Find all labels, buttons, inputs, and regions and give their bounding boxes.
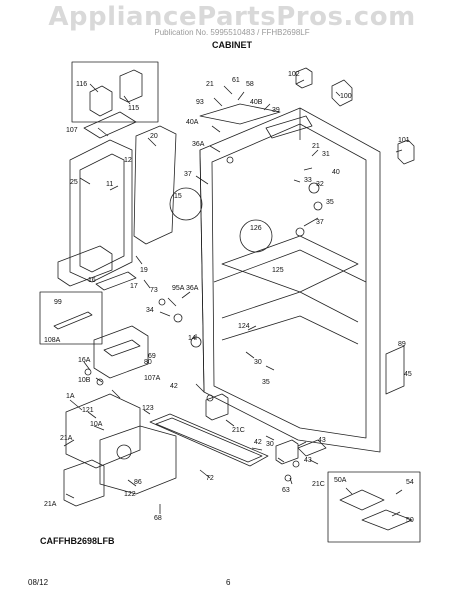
callout-11: 11 bbox=[106, 181, 113, 188]
callout-42: 42 bbox=[254, 439, 262, 446]
callout-21c: 21C bbox=[312, 481, 325, 488]
callout-30: 30 bbox=[266, 441, 274, 448]
callout-58: 58 bbox=[246, 81, 254, 88]
callout-126: 126 bbox=[250, 225, 262, 232]
callout-100: 100 bbox=[340, 93, 352, 100]
callout-61: 61 bbox=[232, 77, 240, 84]
callout-36a: 36A bbox=[186, 285, 199, 292]
callout-122: 122 bbox=[124, 491, 136, 498]
callout-45: 45 bbox=[404, 371, 412, 378]
callout-73: 73 bbox=[150, 287, 158, 294]
callout-16a: 16A bbox=[78, 357, 91, 364]
callout-43: 43 bbox=[304, 457, 312, 464]
callout-20: 20 bbox=[150, 133, 158, 140]
callout-123: 123 bbox=[142, 405, 154, 412]
callout-50a: 50A bbox=[334, 477, 347, 484]
callout-10a: 10A bbox=[90, 421, 103, 428]
callout-1a: 1A bbox=[66, 393, 75, 400]
callout-15: 15 bbox=[174, 193, 182, 200]
callout-107a: 107A bbox=[144, 375, 161, 382]
callout-16: 16 bbox=[88, 277, 96, 284]
callout-25: 25 bbox=[70, 179, 78, 186]
callout-80: 80 bbox=[144, 359, 152, 366]
callout-124: 124 bbox=[238, 323, 250, 330]
callout-42: 42 bbox=[170, 383, 178, 390]
section-title: CABINET bbox=[212, 40, 252, 50]
callout-93: 93 bbox=[196, 99, 204, 106]
detail-circle-15 bbox=[169, 187, 203, 221]
callout-108a: 108A bbox=[44, 337, 61, 344]
callout-36a: 36A bbox=[192, 141, 205, 148]
callout-30: 30 bbox=[254, 359, 262, 366]
callout-37: 37 bbox=[184, 171, 192, 178]
callout-35: 35 bbox=[262, 379, 270, 386]
callout-69: 69 bbox=[148, 353, 156, 360]
callout-99: 99 bbox=[54, 299, 62, 306]
callout-32: 32 bbox=[316, 181, 324, 188]
callout-68: 68 bbox=[154, 515, 162, 522]
callout-101: 101 bbox=[398, 137, 410, 144]
callout-86: 86 bbox=[134, 479, 142, 486]
model-label: CAFFHB2698LFB bbox=[40, 536, 115, 546]
callout-40: 40 bbox=[332, 169, 340, 176]
callout-35: 35 bbox=[326, 199, 334, 206]
callout-40a: 40A bbox=[186, 119, 199, 126]
watermark-logo: AppliancePartsPros.com bbox=[48, 2, 416, 32]
callout-17: 17 bbox=[130, 283, 138, 290]
callout-21: 21 bbox=[312, 143, 320, 150]
callout-34: 34 bbox=[146, 307, 154, 314]
callout-10b: 10B bbox=[78, 377, 91, 384]
callout-21a: 21A bbox=[44, 501, 57, 508]
callout-63: 63 bbox=[282, 487, 290, 494]
footer-date: 08/12 bbox=[28, 578, 49, 587]
callout-39: 39 bbox=[272, 107, 280, 114]
callout-54: 54 bbox=[406, 479, 414, 486]
detail-box-filter bbox=[39, 291, 103, 345]
detail-box-ice-bin bbox=[71, 61, 159, 123]
callout-40b: 40B bbox=[250, 99, 263, 106]
callout-107: 107 bbox=[66, 127, 78, 134]
callout-31: 31 bbox=[322, 151, 330, 158]
callout-102: 102 bbox=[288, 71, 300, 78]
callout-95a: 95A bbox=[172, 285, 185, 292]
callout-89: 89 bbox=[398, 341, 406, 348]
kick-plate bbox=[149, 413, 269, 467]
callout-125: 125 bbox=[272, 267, 284, 274]
callout-33: 33 bbox=[304, 177, 312, 184]
detail-box-drawer-parts bbox=[327, 471, 421, 543]
callout-116: 116 bbox=[76, 81, 87, 88]
callout-12: 12 bbox=[124, 157, 132, 164]
callout-19: 19 bbox=[140, 267, 148, 274]
callout-121: 121 bbox=[82, 407, 94, 414]
callout-72: 72 bbox=[206, 475, 214, 482]
callout-21a: 21A bbox=[60, 435, 73, 442]
publication-subheader: Publication No. 5995510483 / FFHB2698LF bbox=[154, 28, 310, 37]
callout-115: 115 bbox=[128, 105, 139, 112]
callout-37: 37 bbox=[316, 219, 324, 226]
callout-21: 21 bbox=[206, 81, 214, 88]
callout-50: 50 bbox=[406, 517, 414, 524]
left-liner-panel bbox=[69, 139, 133, 283]
detail-circle-126 bbox=[239, 219, 273, 253]
callout-14: 14 bbox=[188, 335, 196, 342]
callout-43: 43 bbox=[318, 437, 326, 444]
footer-page-number: 6 bbox=[226, 578, 231, 587]
callout-21c: 21C bbox=[232, 427, 245, 434]
